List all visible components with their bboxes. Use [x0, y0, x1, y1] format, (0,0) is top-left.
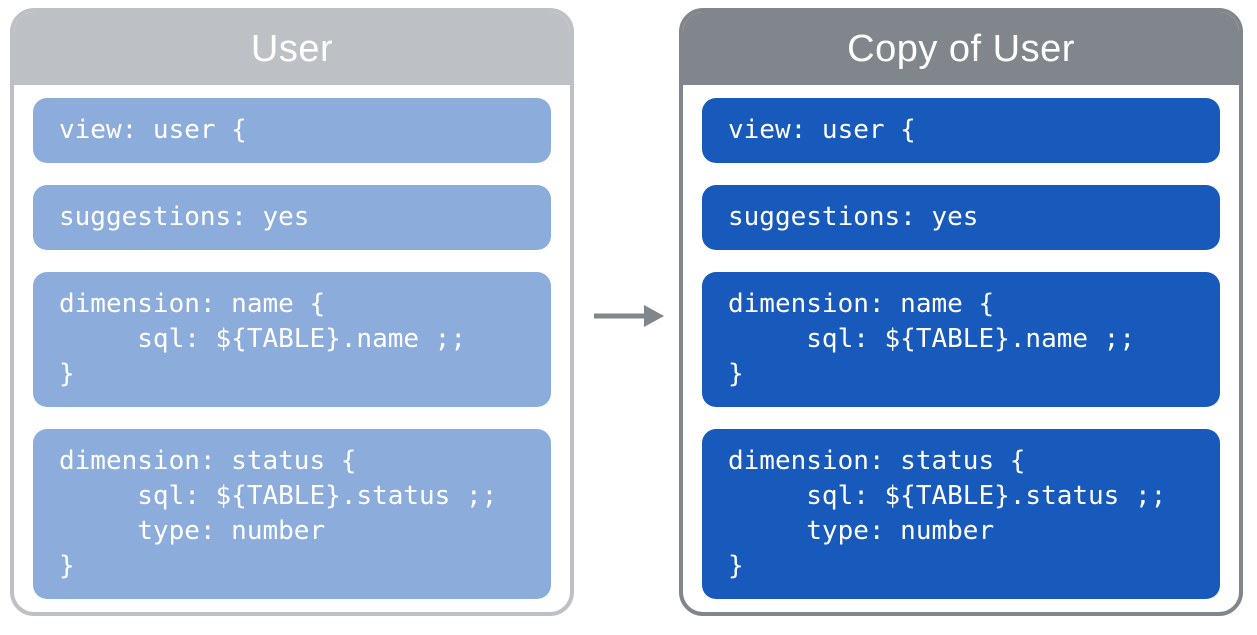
code-block-suggestions-copy: suggestions: yes [702, 185, 1220, 250]
user-panel-title: User [250, 27, 334, 70]
code-block-view-copy: view: user { [702, 98, 1220, 163]
code-block-dimension-status-copy: dimension: status { sql: ${TABLE}.status… [702, 429, 1220, 599]
copy-of-user-panel-header: Copy of User [683, 12, 1239, 85]
code-block-dimension-name-copy: dimension: name { sql: ${TABLE}.name ;; … [702, 272, 1220, 407]
copy-of-user-panel-title: Copy of User [847, 27, 1075, 70]
code-block-suggestions: suggestions: yes [33, 185, 551, 250]
code-block-view: view: user { [33, 98, 551, 163]
user-panel-body: view: user { suggestions: yes dimension:… [14, 85, 570, 599]
code-block-dimension-status: dimension: status { sql: ${TABLE}.status… [33, 429, 551, 599]
user-panel: User view: user { suggestions: yes dimen… [10, 8, 574, 616]
right-arrow-icon [594, 305, 664, 327]
code-block-dimension-name: dimension: name { sql: ${TABLE}.name ;; … [33, 272, 551, 407]
user-panel-header: User [14, 12, 570, 85]
copy-of-user-panel-body: view: user { suggestions: yes dimension:… [683, 85, 1239, 599]
copy-of-user-panel: Copy of User view: user { suggestions: y… [679, 8, 1243, 616]
